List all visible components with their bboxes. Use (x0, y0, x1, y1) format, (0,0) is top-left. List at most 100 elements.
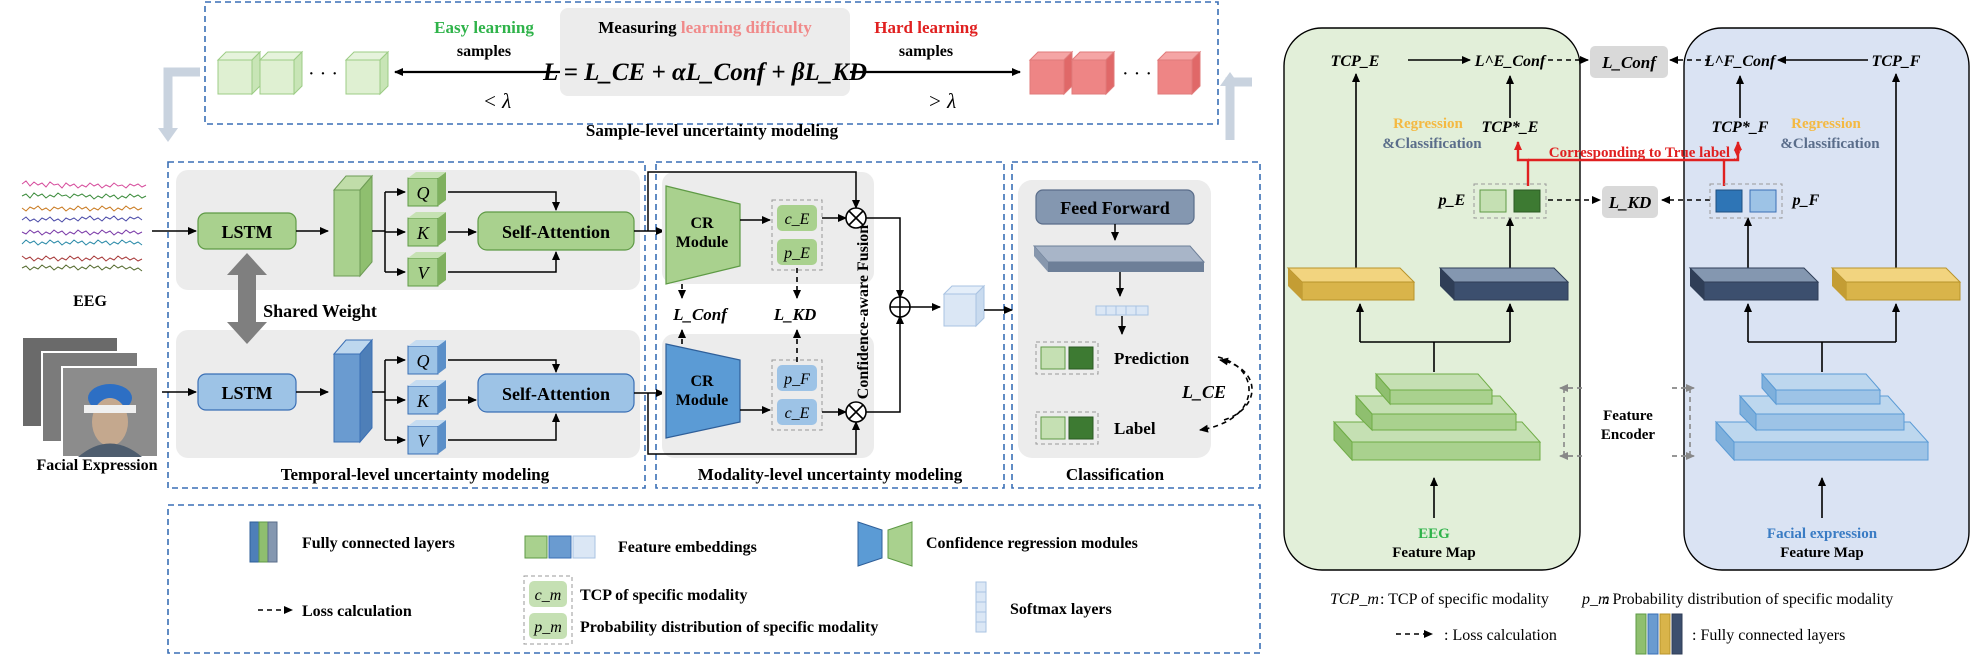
sample-level-box (204, 1, 1219, 125)
true-label-arrow-right (1722, 141, 1742, 186)
legend-pm-desc: Probability distribution of specific mod… (580, 619, 878, 636)
true-label-arrow-left (1514, 141, 1530, 186)
legend-box (167, 504, 1261, 654)
hard-ellipsis: · · · (1122, 63, 1152, 85)
facial-expression-images (21, 336, 159, 458)
k-top: K (416, 223, 430, 243)
measuring-difficulty-title: Measuring learning difficulty (598, 18, 812, 37)
cr-module-top (665, 185, 741, 285)
prediction-vector (1035, 341, 1099, 375)
l-conf-right-label: L_Conf (1601, 53, 1658, 72)
hard-samples-label: samples (899, 43, 953, 60)
q-top: Q (417, 183, 430, 203)
feature-encoder-line1: Feature (1603, 408, 1653, 424)
legend-pm-symbol: p_m (533, 619, 562, 636)
softmax-legend-icon (975, 581, 987, 633)
sample-level-caption: Sample-level uncertainty modeling (586, 121, 839, 140)
temporal-level-caption: Temporal-level uncertainty modeling (281, 465, 550, 484)
l-ce-label: L_CE (1181, 382, 1226, 402)
cr-module-top-line2: Module (676, 234, 728, 251)
tcp-f-label: TCP_F (1872, 53, 1921, 70)
lconf-e-label: L^E_Conf (1474, 53, 1547, 70)
lstm-top-label: LSTM (221, 222, 272, 242)
qkv-top (407, 172, 446, 287)
facial-regression-fc (1830, 267, 1962, 301)
top-output-group (771, 199, 823, 271)
fc-layers-legend-icon (249, 521, 278, 563)
eeg-feature-map-label: Feature Map (1392, 545, 1475, 561)
confidence-modules-legend-blue (857, 521, 883, 567)
c-e-top: c_E (785, 211, 810, 228)
facial-feature-map-label: Feature Map (1780, 545, 1863, 561)
temporal-level-box (167, 161, 646, 489)
lconf-f-label: L^F_Conf (1704, 53, 1777, 70)
l-kd-label: L_KD (773, 305, 817, 324)
facial-input-label: Facial Expression (36, 457, 157, 474)
fusion-label: Confidence-aware Fusion (855, 225, 872, 399)
classification-caption: Classification (1066, 465, 1165, 484)
legend-softmax: Softmax layers (1010, 601, 1112, 618)
feature-embeddings-legend-icon (524, 535, 596, 559)
facial-feature-pyramid (1714, 372, 1930, 462)
k-bottom: K (416, 391, 430, 411)
shared-weight-label: Shared Weight (263, 301, 377, 321)
equation-background (560, 8, 850, 96)
feature-encoder-line2: Encoder (1601, 427, 1656, 443)
tcp-e-star-label: TCP*_E (1482, 119, 1539, 136)
label-label: Label (1114, 419, 1156, 438)
cr-module-top-line1: CR (690, 215, 714, 232)
p-f-right-label: p_F (1791, 192, 1820, 209)
v-bottom: V (418, 431, 431, 451)
shared-weight-arrow (227, 253, 267, 344)
modality-level-box (655, 161, 1005, 489)
right-feedback-arrow (1225, 77, 1252, 140)
hard-sample-cubes (1028, 50, 1202, 96)
eeg-feature-map-title: EEG (1418, 526, 1450, 542)
legend-feature-embeddings: Feature embeddings (618, 539, 757, 556)
v-top: V (418, 263, 431, 283)
qkv-bottom (407, 340, 446, 455)
l-conf-box (1590, 46, 1668, 78)
eeg-classification-fc (1438, 267, 1570, 301)
legend-cm-symbol: c_m (535, 587, 562, 604)
regression-left: Regression (1393, 116, 1463, 132)
classification-box (1011, 161, 1261, 489)
right-legend-loss-desc: : Loss calculation (1444, 627, 1557, 644)
p-e-vector (1473, 183, 1547, 219)
loss-equation: L = L_CE + αL_Conf + βL_KD (542, 59, 867, 86)
tcp-f-star-label: TCP*_F (1712, 119, 1769, 136)
cr-module-bottom-line1: CR (690, 373, 714, 390)
p-f-bottom: p_F (783, 371, 810, 388)
right-legend-tcp-desc: : TCP of specific modality (1380, 591, 1549, 608)
c-e-bottom: c_E (785, 405, 810, 422)
confidence-modules-legend-green (887, 521, 913, 567)
label-vector (1035, 411, 1099, 445)
p-e-right-label: p_E (1437, 192, 1466, 209)
cr-module-bottom-line2: Module (676, 392, 728, 409)
l-conf-label: L_Conf (672, 305, 729, 324)
fc-layer-bottom (332, 338, 374, 444)
fused-embedding (942, 284, 986, 328)
tcp-e-label: TCP_E (1331, 53, 1380, 70)
easy-sample-cubes (216, 50, 390, 96)
legend-cm-desc: TCP of specific modality (580, 587, 748, 604)
right-legend-fc-icon (1635, 613, 1683, 655)
right-legend-pm-desc: : Probability distribution of specific m… (1604, 591, 1893, 608)
right-legend-fc-desc: : Fully connected layers (1692, 627, 1845, 644)
modality-level-caption: Modality-level uncertainty modeling (698, 465, 963, 484)
p-f-vector (1709, 183, 1783, 219)
legend-fc-layers: Fully connected layers (302, 535, 455, 552)
q-bottom: Q (417, 351, 430, 371)
eeg-signal-image (21, 176, 152, 286)
l-kd-right-label: L_KD (1608, 193, 1652, 212)
eeg-input-label: EEG (73, 293, 107, 310)
legend-loss-calc: Loss calculation (302, 603, 412, 620)
regression-right: Regression (1791, 116, 1861, 132)
greater-than-lambda: > λ (928, 89, 957, 113)
l-kd-box (1602, 186, 1658, 218)
easy-samples-label: samples (457, 43, 511, 60)
facial-classification-fc (1688, 267, 1820, 301)
right-legend-tcp-symbol: TCP_m (1330, 591, 1379, 608)
legend-cm-pm-group (523, 575, 573, 645)
